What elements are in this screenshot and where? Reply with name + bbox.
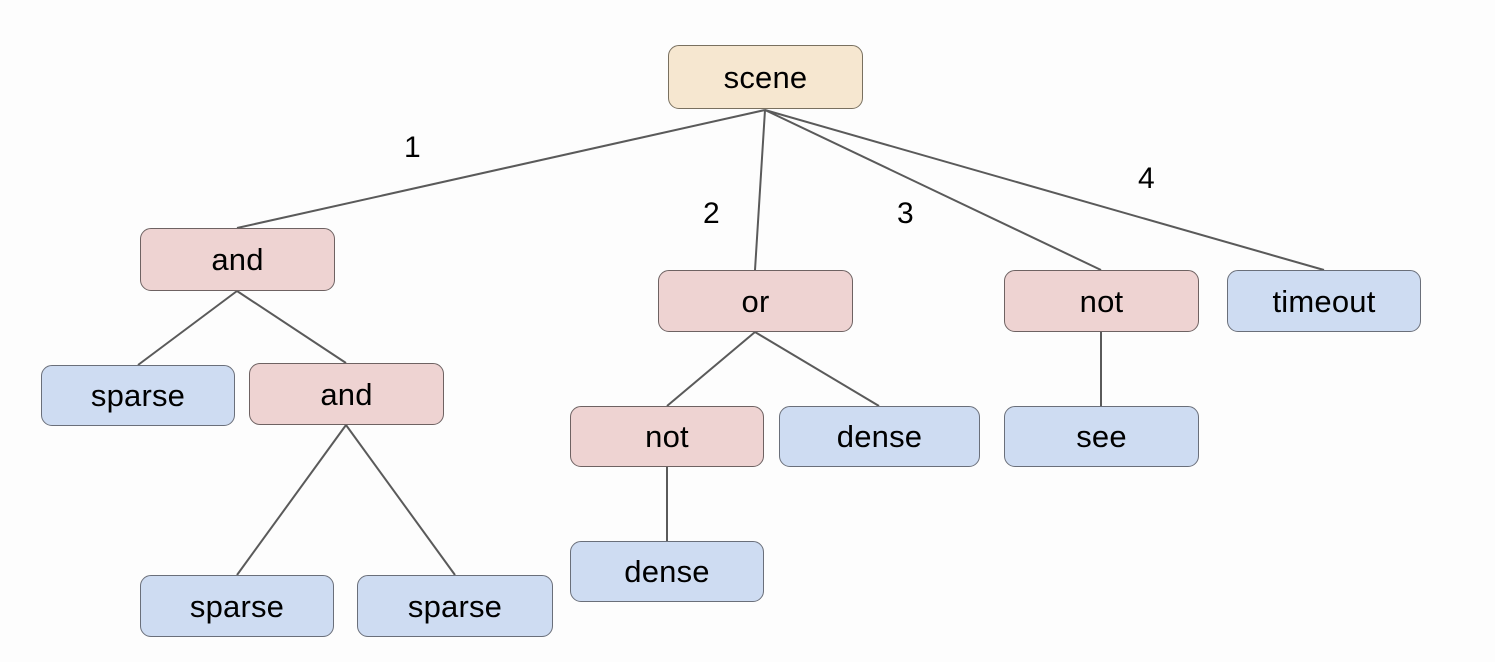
tree-node-sparse2[interactable]: sparse (140, 575, 334, 637)
tree-edge-scene-and1 (236, 109, 766, 229)
tree-node-and2[interactable]: and (249, 363, 444, 425)
tree-node-label: scene (723, 59, 808, 95)
edge-label-scene-not1: 3 (897, 197, 914, 230)
tree-node-see1[interactable]: see (1004, 406, 1199, 467)
tree-edge-scene-not1 (764, 109, 1102, 271)
tree-node-or1[interactable]: or (658, 270, 853, 332)
tree-node-label: sparse (189, 588, 285, 624)
tree-node-scene[interactable]: scene (668, 45, 863, 109)
tree-node-and1[interactable]: and (140, 228, 335, 291)
tree-node-label: see (1076, 419, 1127, 454)
tree-node-sparse1[interactable]: sparse (41, 365, 235, 426)
tree-edge-and1-and2 (236, 290, 347, 364)
tree-node-not2[interactable]: not (570, 406, 764, 467)
tree-node-label: and (320, 376, 373, 412)
tree-node-dense1[interactable]: dense (779, 406, 980, 467)
tree-node-label: and (211, 242, 264, 277)
tree-node-sparse3[interactable]: sparse (357, 575, 553, 637)
tree-edge-and2-sparse3 (345, 424, 456, 576)
tree-node-label: timeout (1272, 283, 1376, 319)
tree-node-timeout1[interactable]: timeout (1227, 270, 1421, 332)
tree-node-dense2[interactable]: dense (570, 541, 764, 602)
tree-node-label: not (645, 419, 689, 454)
edge-label-scene-timeout1: 4 (1138, 162, 1155, 195)
tree-node-not1[interactable]: not (1004, 270, 1199, 332)
tree-edge-or1-not2 (666, 331, 756, 407)
tree-edge-scene-or1 (754, 109, 766, 271)
tree-node-label: not (1079, 283, 1124, 319)
tree-node-label: sparse (90, 378, 186, 413)
edge-label-scene-or1: 2 (703, 197, 720, 230)
tree-node-label: sparse (407, 588, 503, 624)
tree-node-label: dense (624, 554, 710, 589)
tree-edge-or1-dense1 (754, 331, 880, 407)
tree-node-label: or (741, 283, 770, 319)
tree-edge-scene-timeout1 (764, 109, 1325, 271)
tree-edge-and1-sparse1 (137, 290, 238, 366)
tree-edge-and2-sparse2 (236, 424, 347, 576)
edge-label-scene-and1: 1 (404, 131, 421, 164)
tree-node-label: dense (836, 419, 923, 454)
